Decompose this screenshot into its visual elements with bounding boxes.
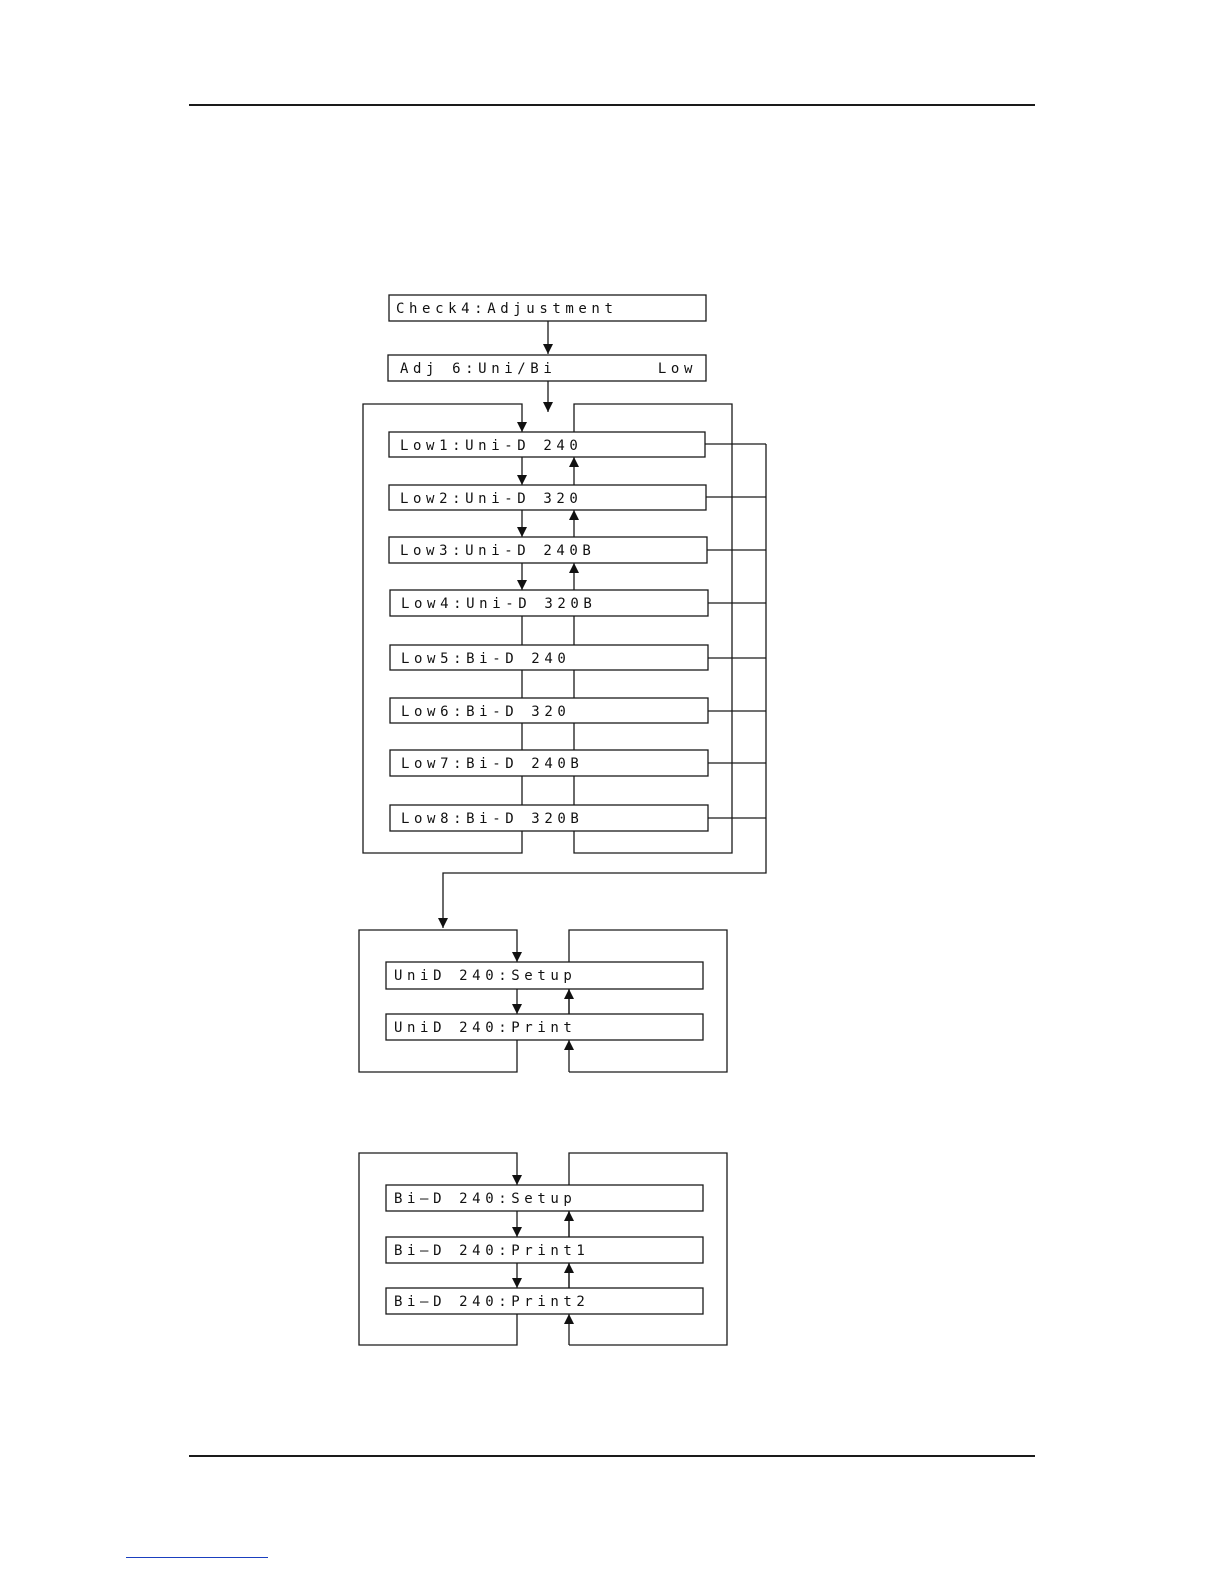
low-menu-item: Low4:Uni-D 320B <box>401 596 596 612</box>
bid-group: Bi—D 240:Setup Bi—D 240:Print1 Bi—D 240:… <box>386 1185 703 1314</box>
low-menu-item: Low2:Uni-D 320 <box>400 491 582 507</box>
low-menu-item: Low7:Bi-D 240B <box>401 756 583 772</box>
bid-item: Bi—D 240:Setup <box>394 1191 576 1207</box>
low-menu-item: Low6:Bi-D 320 <box>401 704 570 720</box>
unid-group: UniD 240:Setup UniD 240:Print <box>386 962 703 1040</box>
check4-label: Check4:Adjustment <box>396 301 618 317</box>
bid-item: Bi—D 240:Print2 <box>394 1294 589 1310</box>
adj6-node: Adj 6:Uni/Bi Low <box>388 355 706 381</box>
adj6-mode-label: Low <box>658 361 697 377</box>
low-menu-item: Low3:Uni-D 240B <box>400 543 595 559</box>
unid-item: UniD 240:Print <box>394 1020 576 1036</box>
adj6-label: Adj 6:Uni/Bi <box>400 361 556 377</box>
unid-item: UniD 240:Setup <box>394 968 576 984</box>
check4-node: Check4:Adjustment <box>389 295 706 321</box>
low-menu-item: Low1:Uni-D 240 <box>400 438 582 454</box>
low-menu-item: Low8:Bi-D 320B <box>401 811 583 827</box>
bid-item: Bi—D 240:Print1 <box>394 1243 589 1259</box>
low-menu: Low1:Uni-D 240 Low2:Uni-D 320 Low3:Uni-D… <box>389 432 708 831</box>
low-menu-item: Low5:Bi-D 240 <box>401 651 570 667</box>
